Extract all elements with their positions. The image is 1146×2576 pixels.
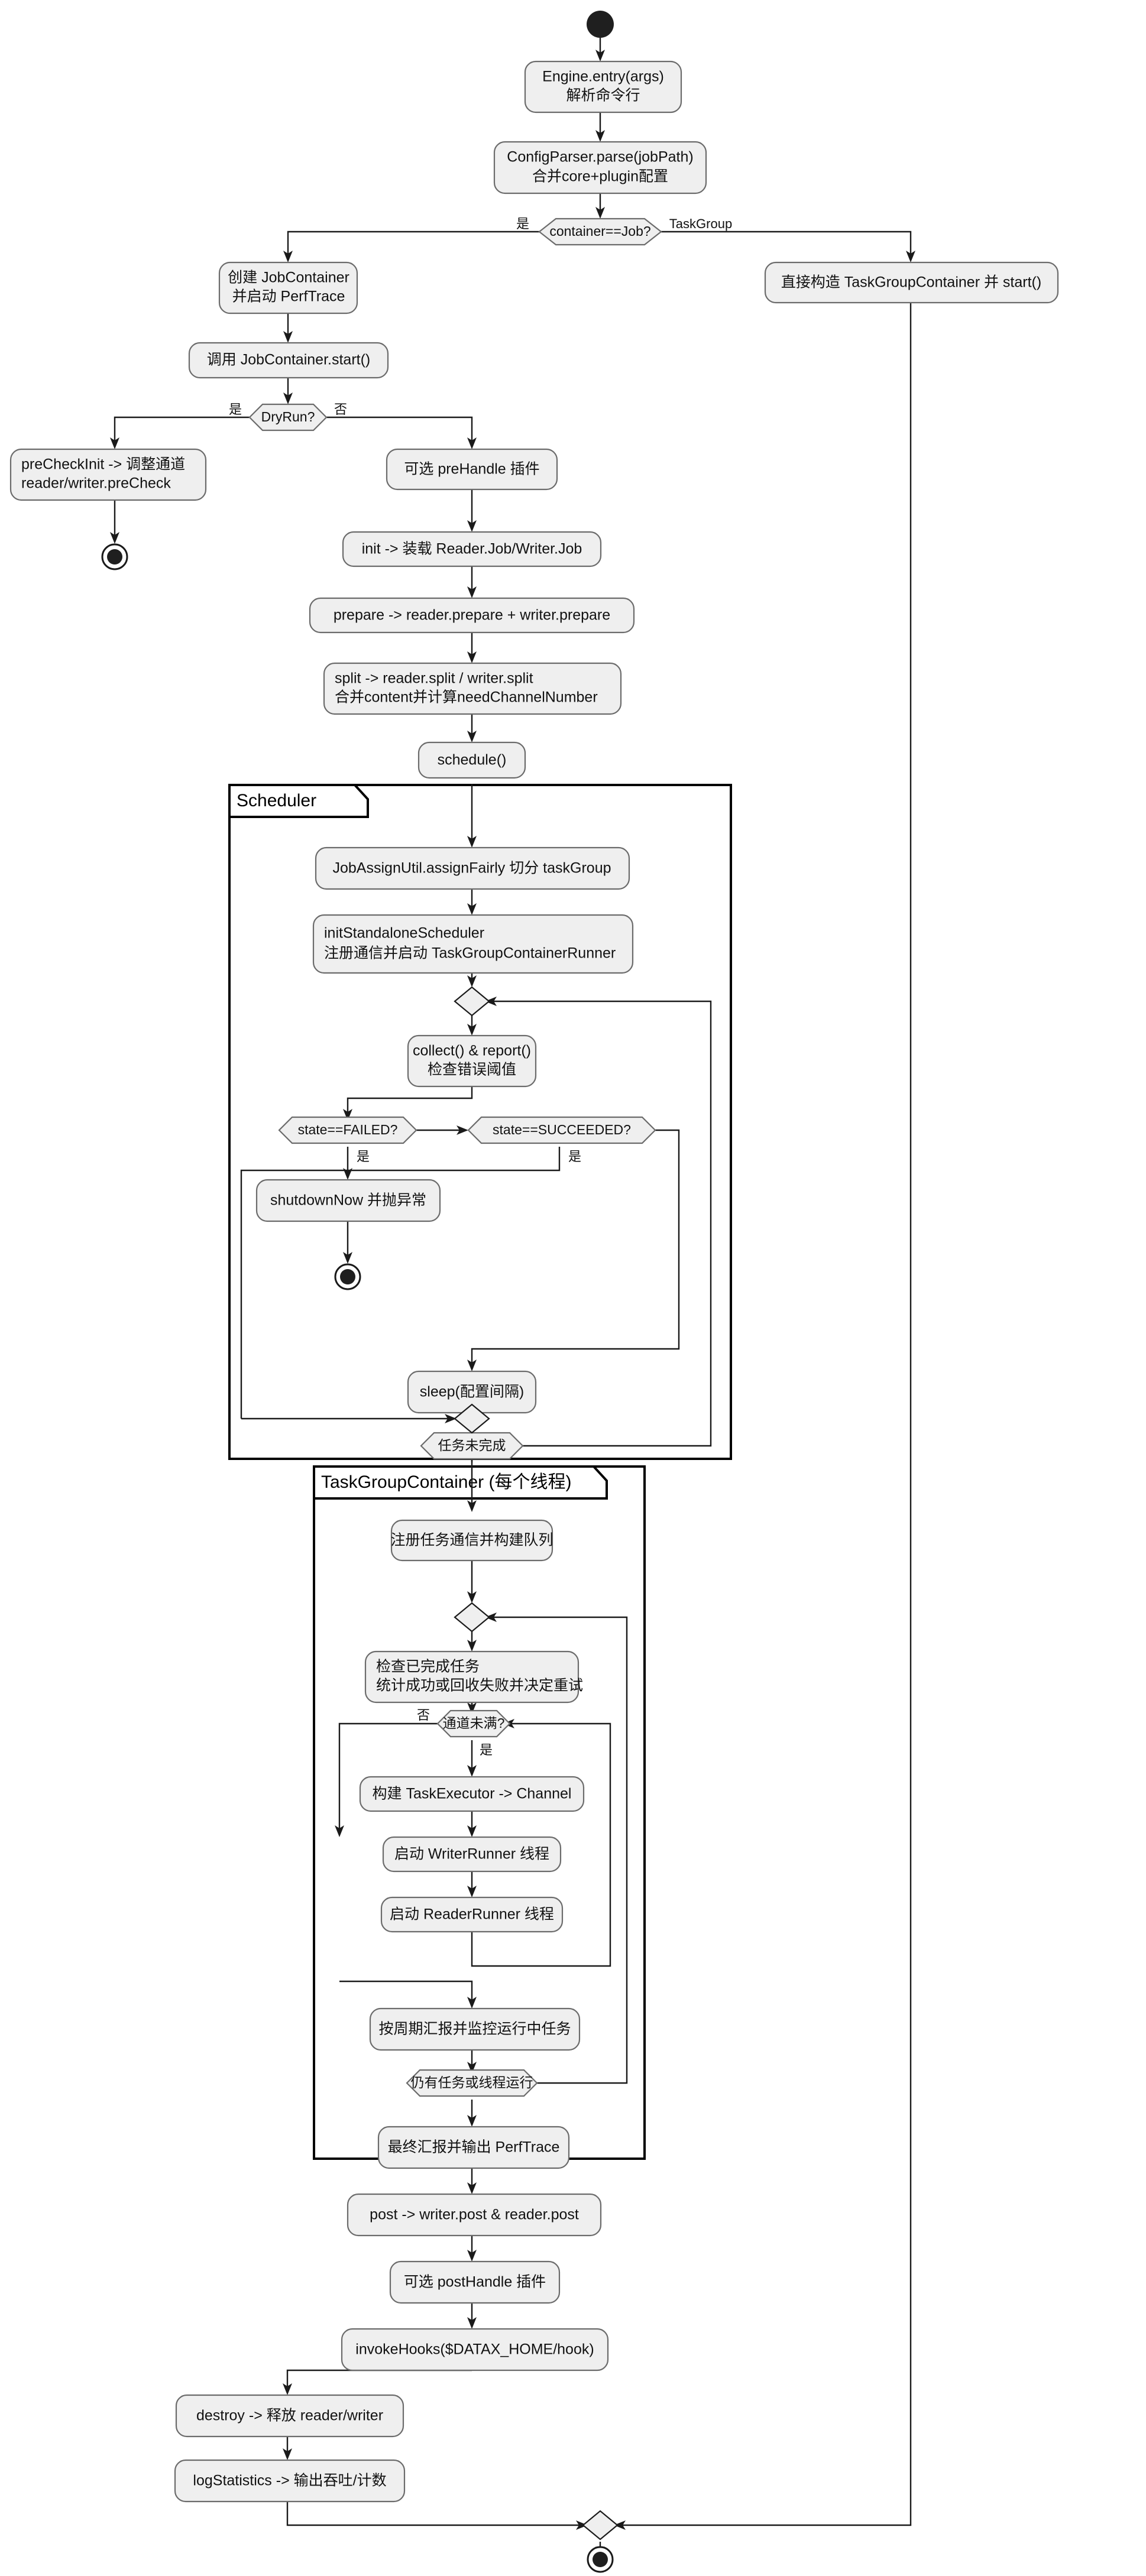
node-init-standalone-line1: initStandaloneScheduler (324, 925, 484, 942)
node-shutdown-now-label: shutdownNow 并抛异常 (270, 1192, 426, 1209)
edge-label-container-taskgroup: TaskGroup (669, 216, 732, 231)
node-schedule-label: schedule() (438, 752, 507, 768)
node-container-decision-label: container==Job? (549, 223, 650, 239)
node-init[interactable]: init -> 装载 Reader.Job/Writer.Job (342, 531, 602, 567)
node-state-failed-decision[interactable]: state==FAILED? 是 (278, 1116, 417, 1164)
node-engine-entry[interactable]: Engine.entry(args) 解析命令行 (524, 60, 682, 113)
node-periodic-report[interactable]: 按周期汇报并监控运行中任务 (369, 2007, 581, 2051)
merge-node-scheduler-loop-exit (454, 1403, 490, 1434)
node-start-writer-runner-label: 启动 WriterRunner 线程 (394, 1846, 549, 1863)
edge-label-succeeded-yes: 是 (568, 1149, 581, 1164)
node-collect-report[interactable]: collect() & report() 检查错误阈值 (407, 1034, 537, 1088)
node-final-report-label: 最终汇报并输出 PerfTrace (388, 2139, 560, 2156)
node-still-running-decision[interactable]: 仍有任务或线程运行 (406, 2069, 538, 2097)
node-final-report[interactable]: 最终汇报并输出 PerfTrace (377, 2126, 570, 2169)
node-check-done-line2: 统计成功或回收失败并决定重试 (376, 1678, 583, 1694)
node-dryrun-decision-label: DryRun? (261, 409, 315, 424)
node-invoke-hooks-label: invokeHooks($DATAX_HOME/hook) (355, 2341, 594, 2358)
node-periodic-report-label: 按周期汇报并监控运行中任务 (378, 2021, 571, 2038)
node-task-unfinished-decision[interactable]: 任务未完成 (420, 1432, 524, 1460)
node-shutdown-now[interactable]: shutdownNow 并抛异常 (255, 1179, 441, 1222)
end-node-precheck (101, 543, 128, 570)
start-node (587, 11, 614, 38)
node-engine-entry-line1: Engine.entry(args) (542, 69, 664, 85)
node-container-decision[interactable]: container==Job? 是 TaskGroup (516, 216, 732, 246)
node-dryrun-decision[interactable]: DryRun? 是 否 (229, 402, 347, 432)
node-config-parser[interactable]: ConfigParser.parse(jobPath) 合并core+plugi… (493, 141, 707, 194)
node-taskgroup-direct-label: 直接构造 TaskGroupContainer 并 start() (781, 274, 1041, 291)
node-post-label: post -> writer.post & reader.post (370, 2207, 579, 2223)
node-prehandle-plugin-label: 可选 preHandle 插件 (404, 461, 539, 478)
node-split-line2: 合并content并计算needChannelNumber (335, 689, 598, 706)
node-register-comm[interactable]: 注册任务通信并构建队列 (390, 1519, 553, 1562)
node-collect-report-line2: 检查错误阈值 (428, 1062, 516, 1078)
edge-label-channel-no: 否 (417, 1708, 430, 1722)
node-taskgroup-direct[interactable]: 直接构造 TaskGroupContainer 并 start() (764, 261, 1059, 304)
node-precheck-init[interactable]: preCheckInit -> 调整通道 reader/writer.preCh… (9, 448, 207, 501)
frame-taskgroup-title: TaskGroupContainer (每个线程) (321, 1472, 571, 1492)
node-split[interactable]: split -> reader.split / writer.split 合并c… (323, 662, 622, 715)
node-engine-entry-line2: 解析命令行 (566, 87, 640, 104)
node-create-jobcontainer[interactable]: 创建 JobContainer 并启动 PerfTrace (218, 261, 358, 314)
node-sleep-label: sleep(配置间隔) (420, 1384, 524, 1400)
node-prepare[interactable]: prepare -> reader.prepare + writer.prepa… (309, 597, 635, 634)
node-precheck-init-line1: preCheckInit -> 调整通道 (21, 456, 185, 473)
node-start-reader-runner[interactable]: 启动 ReaderRunner 线程 (380, 1896, 564, 1933)
end-node-shutdown (334, 1263, 361, 1290)
edge-label-channel-yes: 是 (480, 1743, 493, 1757)
node-init-standalone-scheduler[interactable]: initStandaloneScheduler 注册通信并启动 TaskGrou… (312, 914, 634, 974)
node-create-jobcontainer-line2: 并启动 PerfTrace (232, 288, 345, 305)
node-config-parser-line2: 合并core+plugin配置 (532, 168, 668, 185)
node-destroy[interactable]: destroy -> 释放 reader/writer (175, 2394, 404, 2438)
node-channel-not-full-decision[interactable]: 通道未满? 否 是 (417, 1708, 511, 1757)
edge-label-dryrun-no: 否 (334, 402, 347, 417)
node-create-jobcontainer-line1: 创建 JobContainer (228, 270, 349, 286)
frame-scheduler-title: Scheduler (237, 791, 316, 810)
node-assign-fairly-label: JobAssignUtil.assignFairly 切分 taskGroup (333, 860, 611, 877)
node-sleep[interactable]: sleep(配置间隔) (407, 1370, 537, 1414)
edge-label-dryrun-yes: 是 (229, 402, 242, 417)
node-schedule[interactable]: schedule() (417, 741, 526, 779)
node-precheck-init-line2: reader/writer.preCheck (21, 475, 171, 492)
node-log-statistics[interactable]: logStatistics -> 输出吞吐/计数 (174, 2459, 406, 2503)
node-posthandle-plugin[interactable]: 可选 postHandle 插件 (389, 2260, 561, 2304)
merge-node-taskgroup-loop-entry (454, 1602, 490, 1633)
end-node-final (587, 2546, 614, 2573)
node-log-statistics-label: logStatistics -> 输出吞吐/计数 (193, 2473, 386, 2489)
node-build-task-executor[interactable]: 构建 TaskExecutor -> Channel (359, 1776, 585, 1812)
node-state-succeeded-label: state==SUCCEEDED? (493, 1122, 631, 1137)
frame-taskgroup: TaskGroupContainer (每个线程) (313, 1465, 646, 2160)
node-config-parser-line1: ConfigParser.parse(jobPath) (507, 149, 693, 166)
node-check-done-line1: 检查已完成任务 (376, 1659, 480, 1675)
node-post[interactable]: post -> writer.post & reader.post (347, 2193, 602, 2237)
merge-node-scheduler-loop-entry (454, 986, 490, 1017)
edge-label-failed-yes: 是 (357, 1149, 370, 1164)
node-split-line1: split -> reader.split / writer.split (335, 670, 533, 687)
node-still-running-label: 仍有任务或线程运行 (411, 2075, 533, 2090)
node-check-done-tasks[interactable]: 检查已完成任务 统计成功或回收失败并决定重试 (364, 1650, 583, 1704)
node-collect-report-line1: collect() & report() (413, 1043, 531, 1059)
node-call-jobcontainer-start-label: 调用 JobContainer.start() (207, 352, 371, 368)
node-init-label: init -> 装载 Reader.Job/Writer.Job (362, 541, 582, 557)
node-call-jobcontainer-start[interactable]: 调用 JobContainer.start() (188, 342, 389, 379)
merge-node-final (582, 2510, 619, 2541)
node-prepare-label: prepare -> reader.prepare + writer.prepa… (334, 607, 610, 624)
node-task-unfinished-label: 任务未完成 (438, 1438, 506, 1453)
node-register-comm-label: 注册任务通信并构建队列 (390, 1532, 553, 1549)
node-state-succeeded-decision[interactable]: state==SUCCEEDED? 是 (467, 1116, 656, 1164)
node-state-failed-label: state==FAILED? (298, 1122, 398, 1137)
node-posthandle-plugin-label: 可选 postHandle 插件 (404, 2274, 546, 2291)
node-prehandle-plugin[interactable]: 可选 preHandle 插件 (386, 448, 558, 491)
node-build-task-executor-label: 构建 TaskExecutor -> Channel (373, 1786, 572, 1802)
node-assign-fairly[interactable]: JobAssignUtil.assignFairly 切分 taskGroup (315, 846, 630, 890)
node-invoke-hooks[interactable]: invokeHooks($DATAX_HOME/hook) (341, 2328, 609, 2371)
connectors (110, 38, 915, 2558)
node-destroy-label: destroy -> 释放 reader/writer (196, 2408, 383, 2424)
edge-label-container-yes: 是 (516, 216, 529, 231)
node-start-writer-runner[interactable]: 启动 WriterRunner 线程 (382, 1836, 562, 1873)
node-start-reader-runner-label: 启动 ReaderRunner 线程 (390, 1906, 554, 1923)
node-init-standalone-line2: 注册通信并启动 TaskGroupContainerRunner (324, 945, 616, 962)
node-channel-not-full-label: 通道未满? (443, 1715, 505, 1731)
